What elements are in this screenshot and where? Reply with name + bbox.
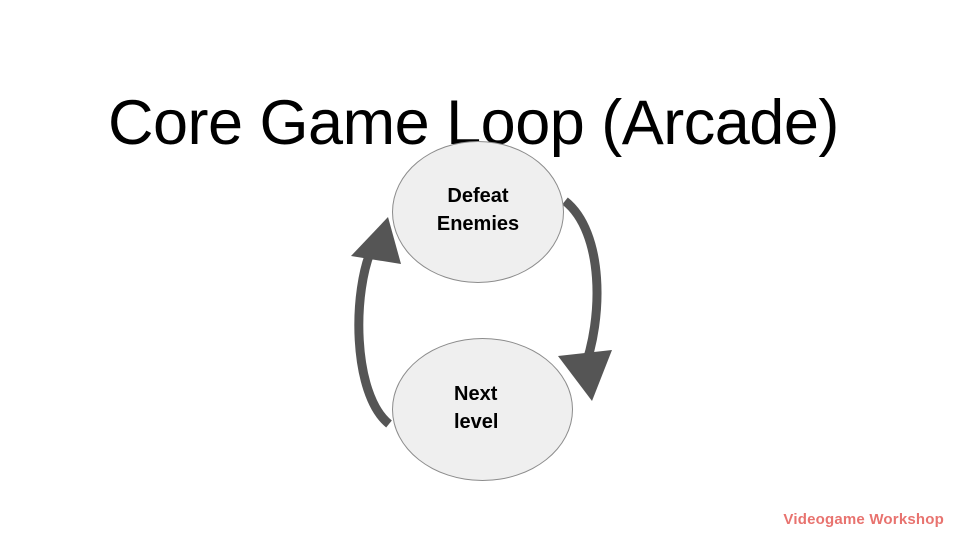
arrow-next-level-to-defeat xyxy=(351,217,401,428)
node-next-level-label: Next level xyxy=(454,383,499,433)
footer-brand-label: Videogame Workshop xyxy=(783,511,944,528)
node-defeat-enemies-label: Defeat Enemies xyxy=(436,185,520,235)
node-next-level[interactable] xyxy=(392,338,573,481)
arrow-defeat-to-next-level xyxy=(558,197,612,401)
node-defeat-enemies[interactable] xyxy=(392,141,564,283)
